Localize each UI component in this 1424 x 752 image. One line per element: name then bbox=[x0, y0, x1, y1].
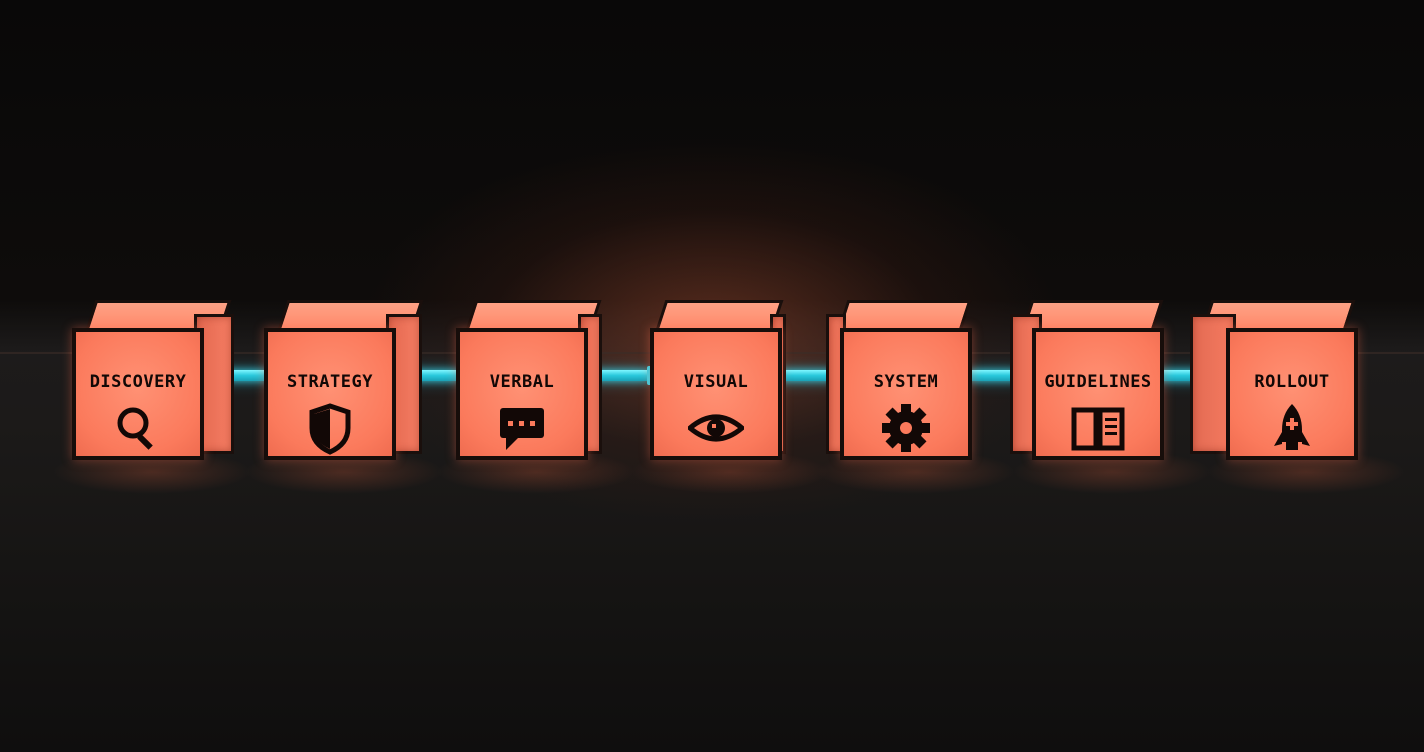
cube-front: STRATEGY bbox=[264, 328, 396, 460]
cube-front: VISUAL bbox=[650, 328, 782, 460]
cube-front: GUIDELINES bbox=[1032, 328, 1164, 460]
step-label: STRATEGY bbox=[287, 372, 373, 392]
shield-icon bbox=[302, 400, 358, 456]
cube-top bbox=[656, 300, 784, 329]
eye-icon bbox=[688, 400, 744, 456]
cube-front: SYSTEM bbox=[840, 328, 972, 460]
step-label: DISCOVERY bbox=[89, 372, 187, 392]
cube-front: DISCOVERY bbox=[72, 328, 204, 460]
cube-front: ROLLOUT bbox=[1226, 328, 1358, 460]
cube-front: VERBAL bbox=[456, 328, 588, 460]
book-icon bbox=[1070, 400, 1126, 456]
magnifier-icon bbox=[110, 400, 166, 456]
rocket-icon bbox=[1264, 400, 1320, 456]
step-label: SYSTEM bbox=[873, 372, 939, 392]
cube-top bbox=[838, 300, 972, 329]
step-label: VISUAL bbox=[683, 372, 749, 392]
speech-bubble-icon bbox=[494, 400, 550, 456]
step-label: GUIDELINES bbox=[1044, 372, 1152, 392]
step-label: VERBAL bbox=[489, 372, 555, 392]
step-label: ROLLOUT bbox=[1254, 372, 1330, 392]
gear-icon bbox=[878, 400, 934, 456]
cube-top bbox=[1022, 300, 1164, 329]
